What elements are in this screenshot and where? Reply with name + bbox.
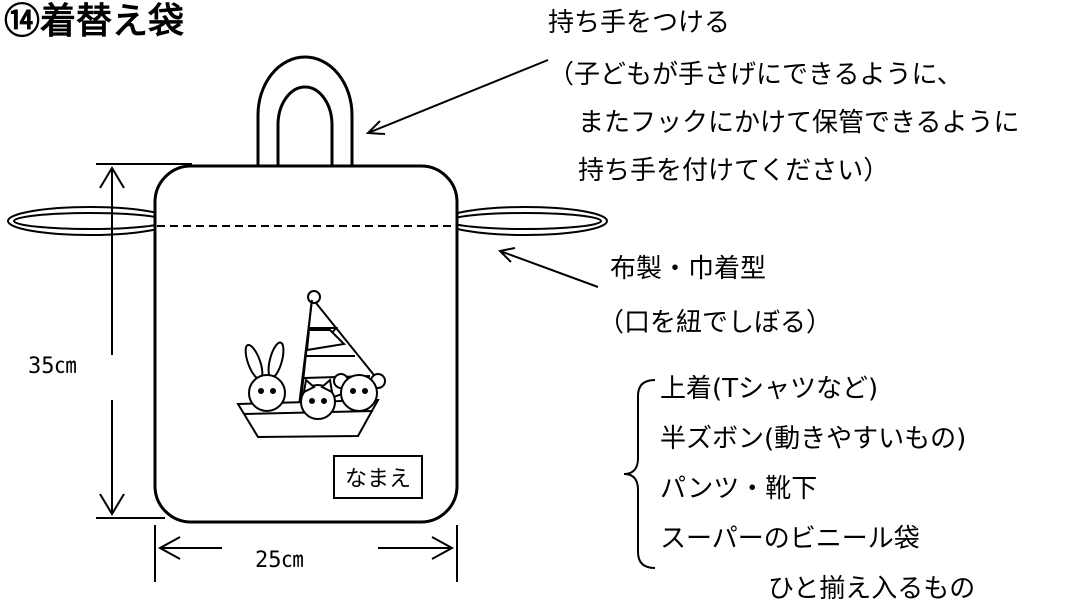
handle-note-line: 持ち手を付けてください） <box>578 156 890 186</box>
contents-footer: ひと揃え入るもの <box>768 574 976 604</box>
drawstring-right <box>442 206 608 236</box>
name-tag: なまえ <box>333 455 423 499</box>
material-note-line2: （口を紐でしぼる） <box>598 308 833 338</box>
contents-item: 上着(Tシャツなど) <box>660 374 879 404</box>
material-note-line1: 布製・巾着型 <box>610 254 767 284</box>
name-tag-label: なまえ <box>344 467 411 492</box>
page-title: ⑭着替え袋 <box>4 1 185 42</box>
width-dimension <box>154 525 458 582</box>
height-dimension <box>96 163 192 519</box>
width-label: 25㎝ <box>255 548 304 573</box>
handle-note-line: またフックにかけて保管できるように <box>578 108 1020 138</box>
handle-note-heading: 持ち手をつける <box>548 8 731 38</box>
contents-item: スーパーのビニール袋 <box>660 524 920 554</box>
handle-leader-arrow <box>365 59 549 135</box>
drawstring-left <box>7 206 173 236</box>
boat-illustration <box>236 290 386 439</box>
height-label: 35㎝ <box>28 354 77 379</box>
material-leader-arrow <box>497 247 599 288</box>
contents-item: 半ズボン(動きやすいもの) <box>660 424 967 454</box>
contents-brace <box>623 379 656 569</box>
handle-note-line: （子どもが手さげにできるように、 <box>548 60 963 90</box>
contents-item: パンツ・靴下 <box>660 474 818 504</box>
